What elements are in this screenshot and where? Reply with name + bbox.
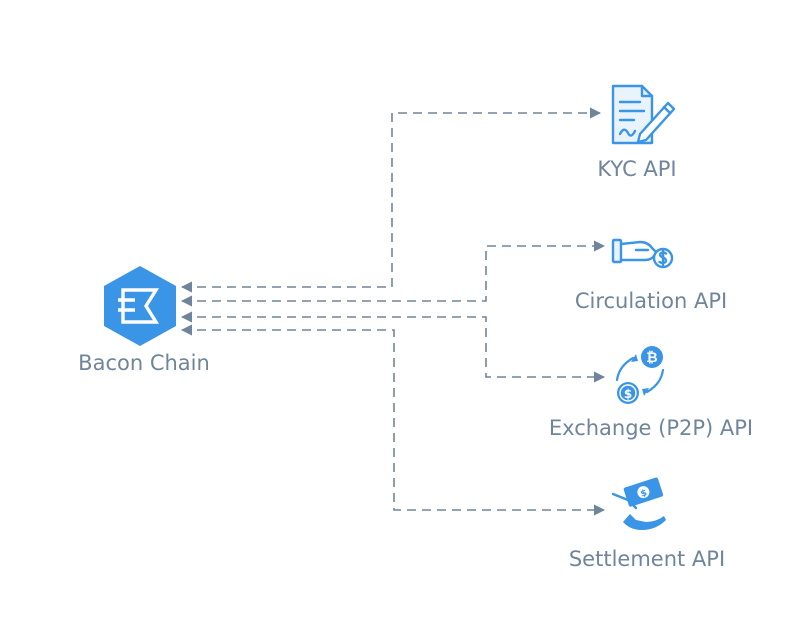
hand-coin-icon	[611, 238, 674, 269]
bitcoin-dollar-exchange-icon: ₿ $	[615, 346, 665, 404]
svg-text:$: $	[624, 387, 632, 401]
svg-text:$: $	[639, 488, 648, 499]
connector-kyc	[180, 107, 602, 293]
kyc-api-label: KYC API	[597, 157, 677, 181]
source-label: Bacon Chain	[78, 351, 210, 375]
document-signature-icon	[611, 84, 676, 145]
hand-cash-icon: $	[611, 477, 666, 530]
exchange-api-label: Exchange (P2P) API	[548, 416, 754, 440]
settlement-api-label: Settlement API	[568, 547, 726, 571]
connectors	[180, 107, 606, 516]
circulation-api-label: Circulation API	[574, 289, 728, 313]
svg-text:₿: ₿	[646, 350, 657, 366]
connector-circulation	[180, 240, 606, 307]
connector-exchange	[180, 311, 606, 383]
bacon-chain-hexagon-logo	[104, 266, 176, 346]
connector-settlement	[180, 324, 606, 516]
